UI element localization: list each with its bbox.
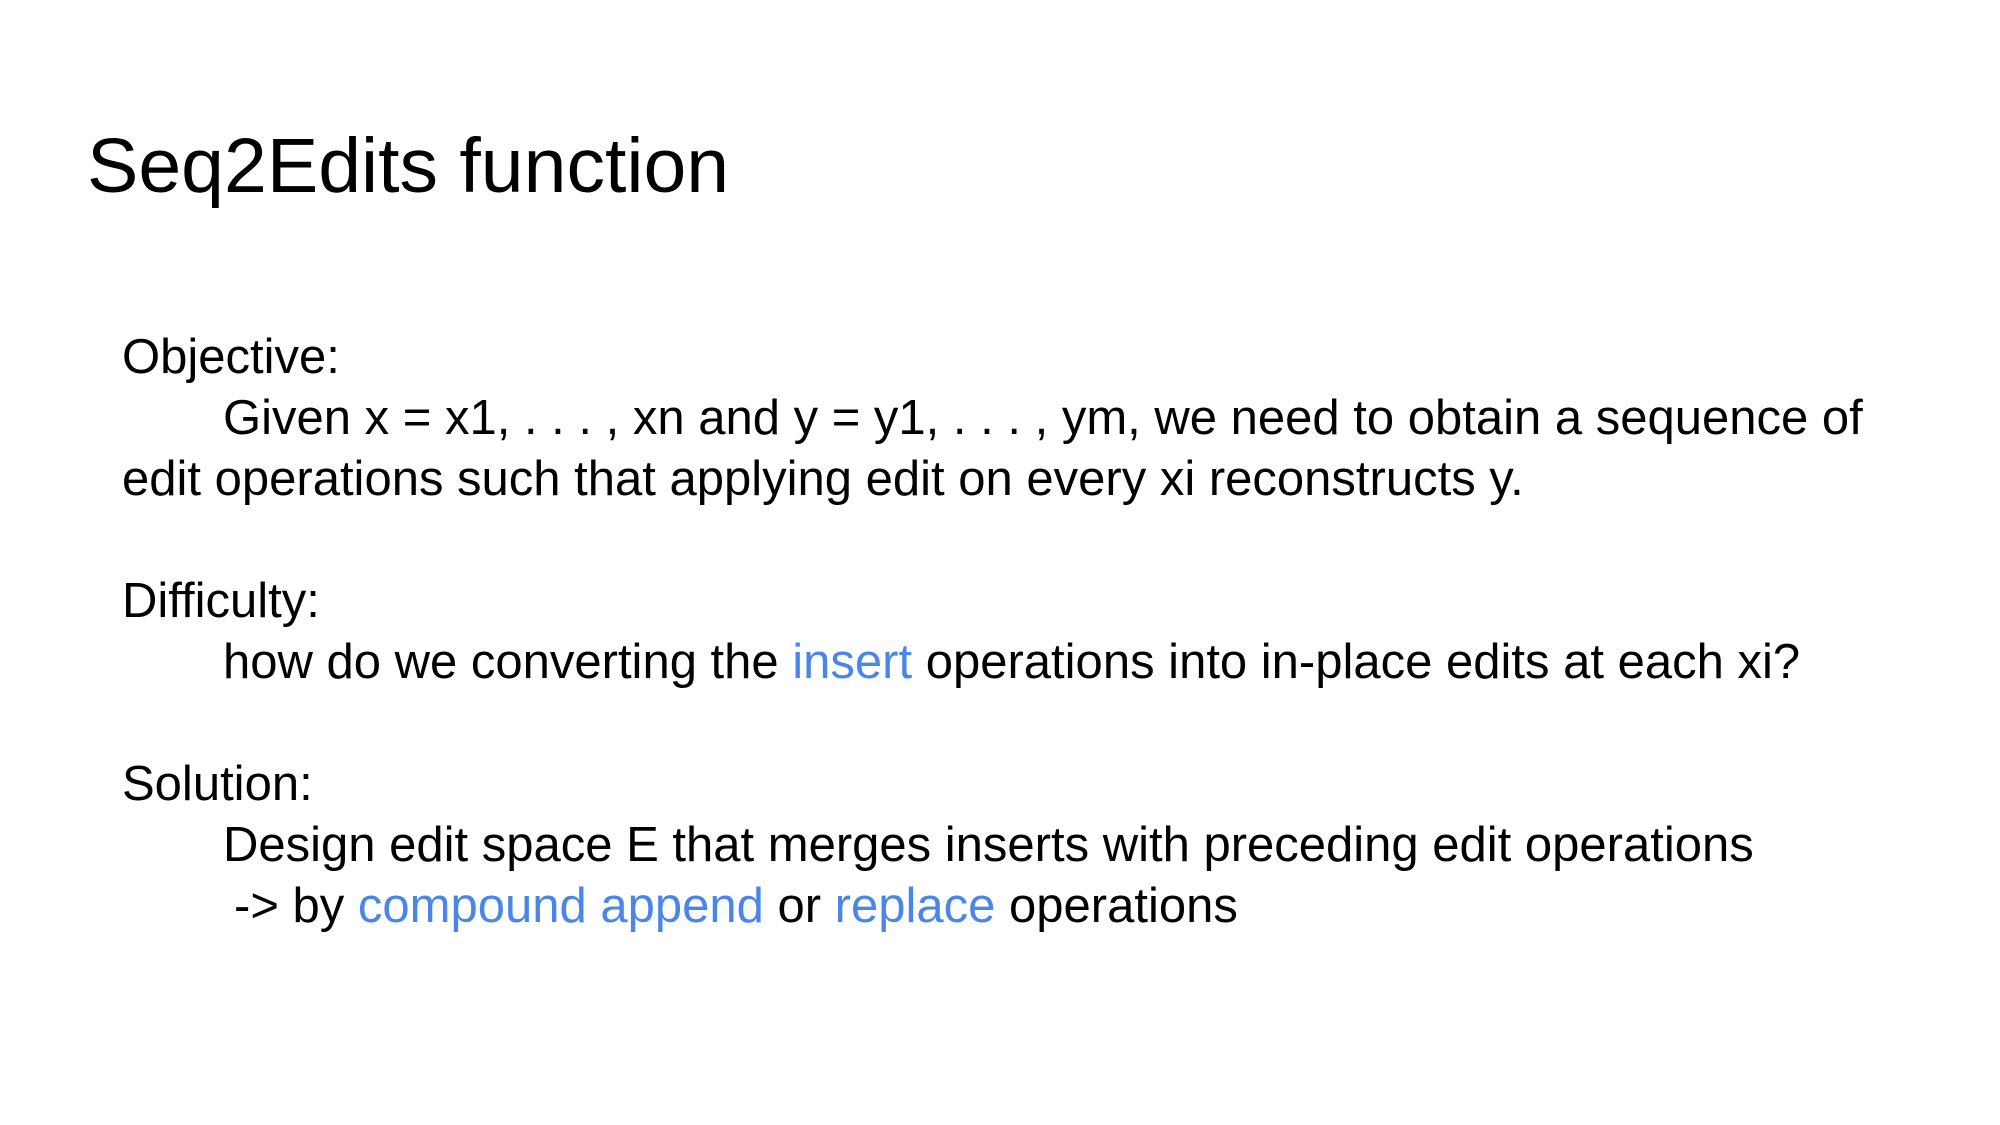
difficulty-text-post: operations into in-place edits at each x… <box>912 635 1801 689</box>
spacer <box>122 510 1982 571</box>
solution-line2-mid: or <box>763 879 835 933</box>
objective-heading: Objective: <box>122 330 340 384</box>
solution-text-line2: -> by compound append or replace operati… <box>122 876 1982 937</box>
objective-text-line2: edit operations such that applying edit … <box>122 452 1524 506</box>
solution-heading: Solution: <box>122 757 313 811</box>
solution-highlight-compound-append: compound append <box>357 879 764 933</box>
solution-text-line1: Design edit space E that merges inserts … <box>223 818 1754 872</box>
solution-section: Solution: Design edit space E that merge… <box>122 754 1982 937</box>
spacer <box>122 693 1982 754</box>
objective-section: Objective: Given x = x1, . . . , xn and … <box>122 327 1982 510</box>
difficulty-text-pre: how do we converting the <box>223 635 793 689</box>
solution-line2-pre: -> by <box>234 879 358 933</box>
solution-highlight-replace: replace <box>834 879 996 933</box>
difficulty-text: how do we converting the insert operatio… <box>122 632 1982 693</box>
solution-line2-post: operations <box>995 879 1238 933</box>
difficulty-heading: Difficulty: <box>122 574 320 628</box>
slide-body: Objective: Given x = x1, . . . , xn and … <box>122 327 1982 937</box>
objective-text-line1: Given x = x1, . . . , xn and y = y1, . .… <box>223 391 1863 445</box>
difficulty-highlight-insert: insert <box>792 635 913 689</box>
slide-title: Seq2Edits function <box>87 123 730 209</box>
difficulty-section: Difficulty: how do we converting the ins… <box>122 571 1982 693</box>
